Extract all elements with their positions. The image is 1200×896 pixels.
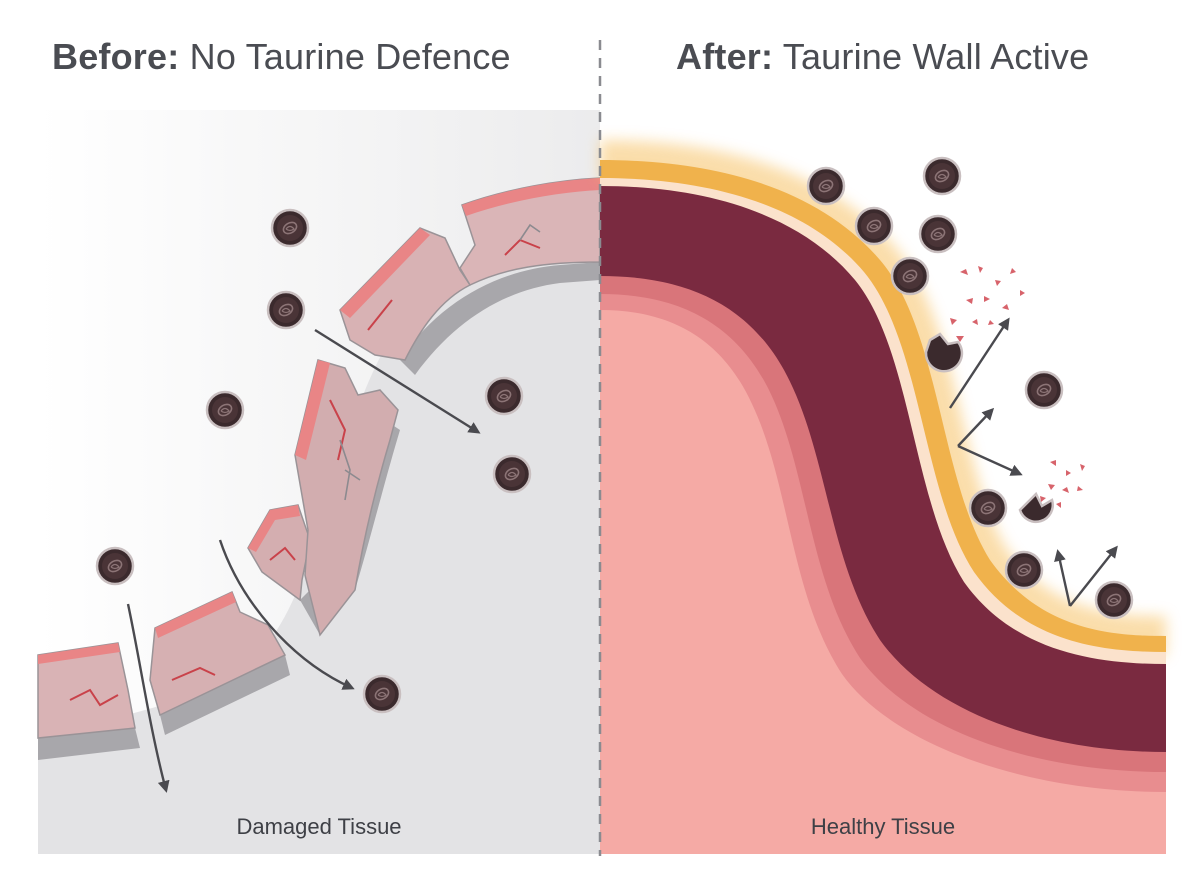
before-caption: Damaged Tissue: [236, 814, 401, 839]
after-title-bold: After:: [676, 36, 774, 77]
after-title: After: Taurine Wall Active: [676, 36, 1089, 84]
arrow-deflect-5: [1069, 545, 1118, 607]
particle-icon: [362, 674, 402, 714]
arrow-penetrate-1: [314, 328, 481, 434]
penetration-arrows: [126, 328, 481, 793]
wall-fragment-grey-2: [160, 655, 290, 735]
particle-icon: [968, 488, 1008, 528]
deflection-arrows: [948, 317, 1118, 607]
particle-icon: [1024, 370, 1064, 410]
after-panel: Healthy Tissue: [599, 140, 1167, 854]
wall-rim-1: [38, 643, 120, 664]
before-title-bold: Before:: [52, 36, 180, 77]
arrow-deflect-2: [957, 407, 995, 447]
wall-rim-3: [248, 505, 300, 552]
healthy-tissue-area: [600, 310, 1166, 854]
arrow-penetrate-2: [218, 539, 355, 690]
debris-fragments: [950, 266, 1085, 508]
particle-icon: [1004, 550, 1044, 590]
broken-particle-2: [1018, 491, 1054, 523]
arrow-deflect-3: [957, 444, 1023, 476]
particle-icon: [266, 290, 306, 330]
wall-hairline-cracks: [339, 223, 541, 501]
arrow-deflect-1: [948, 317, 1010, 409]
broken-particle-1: [924, 332, 964, 373]
before-title: Before: No Taurine Defence: [52, 36, 511, 84]
wall-rim-6: [462, 178, 600, 216]
particle-icon: [890, 256, 930, 296]
wall-fragment-grey-4: [400, 262, 600, 375]
particle-icon: [854, 206, 894, 246]
particle-icon: [918, 214, 958, 254]
particle-icon: [492, 454, 532, 494]
before-title-text: No Taurine Defence: [189, 36, 511, 77]
particle-icon: [922, 156, 962, 196]
particle-icon: [205, 390, 245, 430]
before-panel: Damaged Tissue: [37, 110, 601, 854]
after-caption: Healthy Tissue: [811, 814, 955, 839]
particle-icon: [806, 166, 846, 206]
shattered-particles: [924, 266, 1085, 523]
after-title-text: Taurine Wall Active: [782, 36, 1090, 77]
arrow-deflect-4: [1054, 549, 1072, 607]
particle-icon: [270, 208, 310, 248]
wall-fragment-4: [294, 359, 399, 637]
particle-icon: [95, 546, 135, 586]
particle-icon: [484, 376, 524, 416]
particle-icon: [1094, 580, 1134, 620]
arrow-penetrate-3: [126, 603, 170, 793]
wall-rim-2: [155, 592, 236, 638]
wall-rim-4: [295, 360, 330, 460]
wall-rim-5: [340, 228, 430, 318]
